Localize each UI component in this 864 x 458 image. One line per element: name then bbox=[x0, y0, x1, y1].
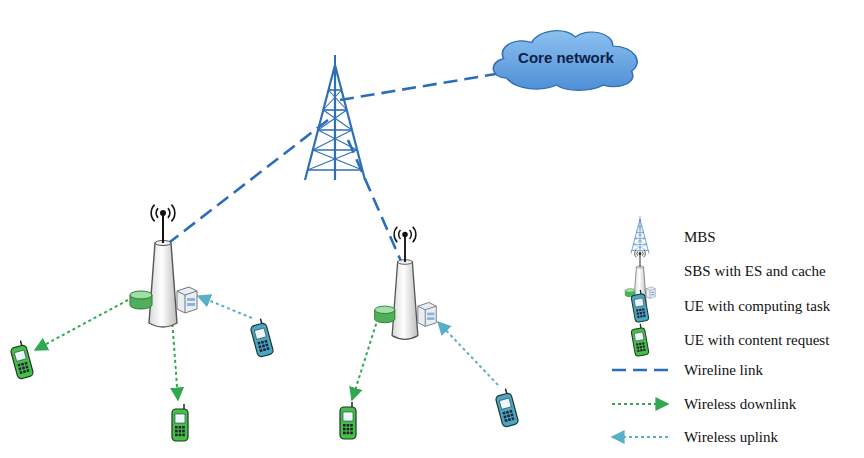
ue-phone bbox=[494, 388, 519, 428]
cloud-node: Core network bbox=[488, 23, 644, 92]
legend-line-sample bbox=[612, 369, 668, 372]
mbs-tower bbox=[305, 55, 365, 180]
ue-phone bbox=[9, 340, 34, 380]
legend-label: SBS with ES and cache bbox=[684, 263, 826, 280]
wireline-link bbox=[348, 140, 404, 268]
sbs-station bbox=[375, 227, 437, 340]
legend-line-sample bbox=[612, 403, 668, 405]
wireline-link bbox=[340, 72, 508, 100]
ue-phone bbox=[630, 289, 649, 322]
wireless-downlink bbox=[172, 318, 178, 400]
ue-phone bbox=[630, 323, 649, 356]
legend-label: Wireless uplink bbox=[684, 429, 778, 446]
ue-phone bbox=[249, 318, 274, 358]
legend-label: MBS bbox=[684, 229, 716, 246]
legend-line-sample bbox=[612, 436, 668, 438]
wireless-uplink bbox=[438, 322, 498, 385]
legend-label: UE with computing task bbox=[684, 298, 830, 315]
ue-phone bbox=[340, 402, 356, 439]
legend-label: Wireline link bbox=[684, 362, 763, 379]
legend-label: UE with content request bbox=[684, 332, 829, 349]
mbs-tower bbox=[631, 216, 649, 254]
sbs-station bbox=[130, 205, 197, 327]
ue-phone bbox=[172, 404, 188, 441]
wireless-uplink bbox=[198, 296, 252, 318]
wireless-downlink bbox=[35, 300, 128, 350]
legend-samples bbox=[612, 216, 668, 437]
legend-label: Wireless downlink bbox=[684, 396, 796, 413]
wireless-downlink bbox=[352, 318, 378, 400]
wireline-link bbox=[166, 120, 328, 245]
node-label: Core network bbox=[518, 49, 614, 66]
